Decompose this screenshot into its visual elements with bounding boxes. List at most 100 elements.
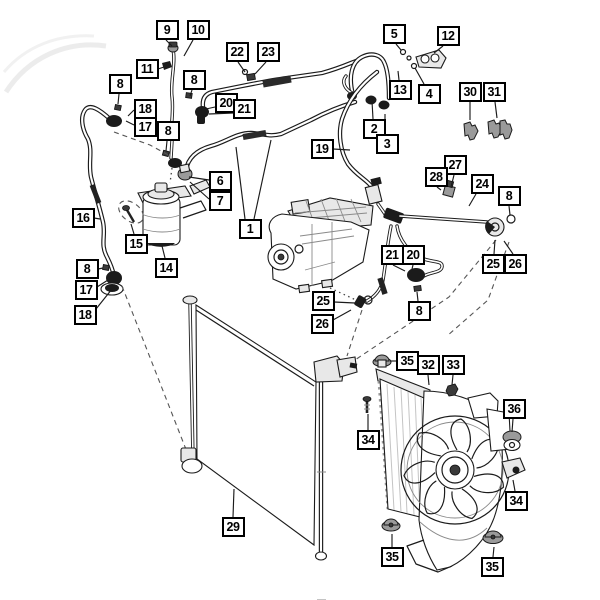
- callout-5-21: 5: [382, 24, 406, 44]
- callout-29-41: 29: [221, 517, 245, 537]
- engine-compressor-drawing: [267, 197, 374, 294]
- leader-line-32: [427, 374, 430, 386]
- callout-30-25: 30: [458, 82, 482, 102]
- callout-19-29: 19: [310, 139, 334, 159]
- leader-line-26: [503, 240, 514, 255]
- leader-line-27: [450, 174, 455, 188]
- leader-line-18: [127, 109, 135, 117]
- callout-36-45: 36: [502, 399, 526, 419]
- callout-16-15: 16: [71, 208, 95, 228]
- callout-21-36: 21: [380, 245, 404, 265]
- leader-line-8: [189, 89, 193, 97]
- callout-8-6: 8: [182, 70, 206, 90]
- leader-line-33: [451, 374, 454, 386]
- callout-8-40: 8: [407, 301, 431, 321]
- condenser-drawing: [180, 295, 358, 600]
- callout-18-20: 18: [73, 305, 97, 325]
- watermark: [2, 34, 107, 94]
- hose-19-drawing: [337, 69, 387, 216]
- leader-line-6: [188, 176, 210, 181]
- callout-21-8: 21: [232, 99, 256, 119]
- leader-line-22: [237, 61, 246, 73]
- callout-24-32: 24: [470, 174, 494, 194]
- leader-line-36: [511, 418, 514, 433]
- callout-6-12: 6: [208, 171, 232, 191]
- callout-28-31: 28: [424, 167, 448, 187]
- leader-line-25: [493, 239, 496, 255]
- callout-8-33: 8: [497, 186, 521, 206]
- callout-34-46: 34: [356, 430, 380, 450]
- accumulator-drawing: [118, 182, 207, 247]
- leader-line-19: [332, 148, 351, 151]
- leader-line-8: [117, 93, 120, 105]
- leader-line-8: [97, 267, 104, 270]
- leader-line-29: [232, 488, 235, 518]
- discharge-line-drawing: [185, 58, 359, 124]
- leader-line-28: [436, 186, 442, 191]
- callout-23-5: 23: [256, 42, 280, 62]
- leader-line-31: [494, 101, 498, 119]
- leader-line-9: [165, 39, 173, 47]
- leader-line-35: [492, 546, 495, 558]
- callout-7-13: 7: [208, 191, 232, 211]
- leader-line-2: [371, 100, 374, 120]
- leader-line-14: [161, 245, 166, 259]
- callout-12-22: 12: [436, 26, 460, 46]
- leader-line-1: [253, 139, 272, 220]
- leader-line-11: [157, 66, 165, 70]
- callout-1-14: 1: [238, 219, 262, 239]
- leader-line-10: [183, 39, 194, 57]
- callout-35-49: 35: [480, 557, 504, 577]
- callout-31-26: 31: [482, 82, 506, 102]
- leader-line-5: [395, 43, 402, 51]
- callout-8-3: 8: [108, 74, 132, 94]
- leader-line-20: [205, 106, 216, 110]
- leader-line-24: [468, 193, 477, 207]
- callout-35-42: 35: [395, 351, 419, 371]
- callout-10-1: 10: [186, 20, 210, 40]
- callout-13-23: 13: [388, 80, 412, 100]
- callout-15-16: 15: [124, 234, 148, 254]
- liquid-hose-16-drawing: [79, 103, 124, 296]
- suction-line-drawing: [177, 99, 358, 195]
- leader-line-8: [165, 140, 168, 152]
- leader-line-34: [512, 479, 516, 492]
- callout-27-30: 27: [443, 155, 467, 175]
- leader-line-8: [416, 291, 419, 302]
- manifold-fittings-drawing: [342, 48, 447, 110]
- callout-8-11: 8: [156, 121, 180, 141]
- callout-18-9: 18: [133, 99, 157, 119]
- callout-25-38: 25: [311, 291, 335, 311]
- callout-14-17: 14: [154, 258, 178, 278]
- clip-30-drawing: [463, 121, 479, 141]
- leader-line-20: [411, 264, 414, 270]
- leader-line-21: [392, 264, 406, 272]
- radiator-fan-drawing: [362, 354, 526, 573]
- callout-26-39: 26: [310, 314, 334, 334]
- callout-22-4: 22: [225, 42, 249, 62]
- callout-11-2: 11: [135, 59, 159, 79]
- callout-20-37: 20: [401, 245, 425, 265]
- leader-line-15: [130, 223, 135, 235]
- callout-8-18: 8: [75, 259, 99, 279]
- leader-line-12: [433, 45, 444, 54]
- callout-33-44: 33: [441, 355, 465, 375]
- callout-9-0: 9: [155, 20, 179, 40]
- leader-line-25: [333, 301, 356, 304]
- callout-26-35: 26: [503, 254, 527, 274]
- leader-line-17: [96, 279, 109, 288]
- callout-35-48: 35: [380, 547, 404, 567]
- leader-line-21: [208, 112, 234, 115]
- clip-31-drawing: [487, 119, 513, 140]
- leader-line-7: [189, 181, 210, 200]
- callout-4-24: 4: [417, 84, 441, 104]
- callout-32-43: 32: [416, 355, 440, 375]
- leader-line-1: [235, 146, 246, 220]
- leader-line-26: [332, 309, 352, 321]
- leader-line-18: [95, 288, 113, 310]
- leader-line-17: [125, 120, 135, 126]
- callout-3-28: 3: [375, 134, 399, 154]
